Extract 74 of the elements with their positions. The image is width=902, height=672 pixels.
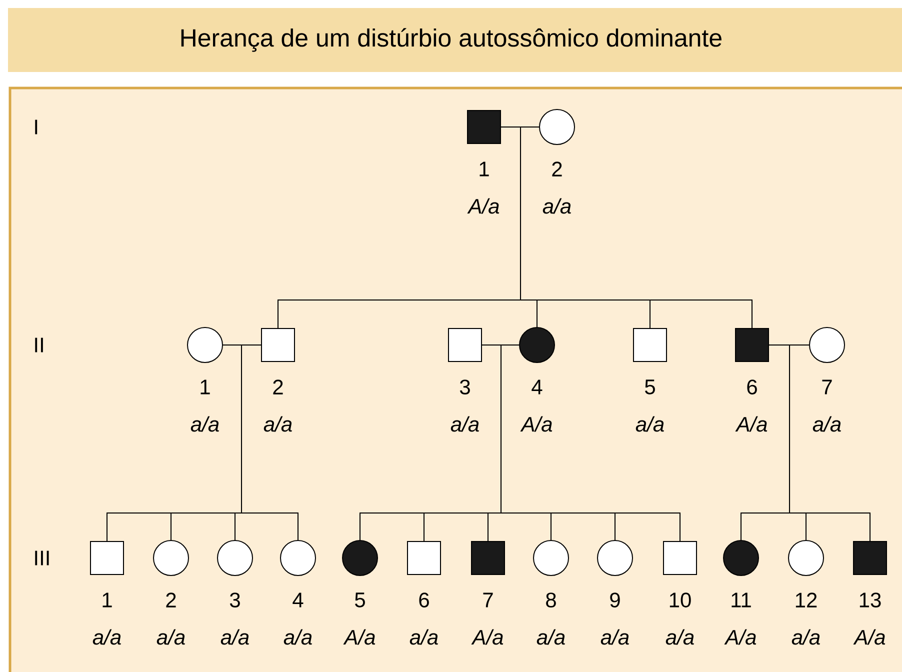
square-symbol (663, 541, 697, 575)
individual-number: 10 (670, 592, 691, 608)
individual-number: 6 (419, 592, 429, 608)
square-symbol (853, 541, 887, 575)
individual-number: 9 (610, 592, 620, 608)
genotype-label: a/a (792, 629, 820, 645)
genotype-label: a/a (410, 629, 438, 645)
genotype-label: a/a (600, 629, 629, 645)
descent-line (500, 126, 752, 328)
genotype-label: a/a (636, 416, 664, 432)
individual-number: 2 (552, 162, 562, 176)
square-symbol (467, 110, 501, 144)
circle-symbol (597, 540, 633, 576)
individual-number: 4 (532, 380, 542, 394)
genotype-label: a/a (450, 416, 479, 432)
generation-label: III (35, 550, 49, 566)
circle-symbol (342, 540, 378, 576)
genotype-label: a/a (156, 629, 185, 645)
individual-number: 4 (292, 592, 304, 608)
title: Herança de um distúrbio autossômico dominante (181, 28, 722, 52)
square-symbol (633, 328, 667, 362)
individual-number: 2 (166, 592, 176, 608)
descent-line (482, 344, 680, 542)
genotype-label: A/a (520, 416, 552, 432)
circle-symbol (809, 327, 845, 363)
genotype-label: a/a (92, 629, 121, 645)
individual-number: 11 (732, 592, 751, 608)
generation-label: II (35, 338, 43, 352)
genotype-label: a/a (220, 629, 249, 645)
individual-number: 1 (102, 592, 112, 608)
individual-number: 5 (645, 380, 655, 394)
individual-number: 1 (480, 162, 489, 176)
circle-symbol (187, 327, 223, 363)
descent-line (768, 344, 870, 542)
genotype-label: A/a (853, 629, 886, 645)
circle-symbol (539, 109, 575, 145)
circle-symbol (723, 540, 759, 576)
individual-number: 3 (230, 592, 240, 608)
genotype-label: A/a (471, 629, 504, 645)
individual-number: 1 (200, 380, 210, 394)
square-symbol (448, 328, 482, 362)
genotype-label: a/a (542, 198, 571, 214)
circle-symbol (217, 540, 253, 576)
individual-number: 5 (355, 592, 365, 608)
genotype-label: A/a (343, 629, 376, 645)
generation-label: I (35, 120, 38, 134)
genotype-label: a/a (812, 416, 841, 432)
genotype-label: A/a (735, 416, 768, 432)
individual-number: 3 (460, 380, 470, 394)
descent-line (222, 344, 298, 540)
genotype-label: a/a (284, 629, 312, 645)
square-symbol (471, 541, 505, 575)
circle-symbol (788, 540, 824, 576)
individual-number: 7 (483, 592, 493, 608)
individual-number: 6 (747, 380, 757, 394)
circle-symbol (519, 327, 555, 363)
genotype-label: a/a (666, 629, 694, 645)
genotype-label: a/a (264, 416, 292, 432)
genotype-label: A/a (724, 629, 756, 645)
individual-number: 2 (273, 380, 283, 394)
square-symbol (90, 541, 124, 575)
individual-number: 13 (860, 592, 881, 608)
genotype-label: a/a (536, 629, 565, 645)
genotype-label: A/a (467, 198, 500, 214)
square-symbol (735, 328, 769, 362)
individual-number: 7 (822, 380, 832, 394)
genotype-label: a/a (190, 416, 219, 432)
individual-number: 12 (796, 592, 817, 608)
square-symbol (261, 328, 295, 362)
individual-number: 8 (546, 592, 556, 608)
circle-symbol (280, 540, 316, 576)
circle-symbol (153, 540, 189, 576)
square-symbol (407, 541, 441, 575)
circle-symbol (533, 540, 569, 576)
